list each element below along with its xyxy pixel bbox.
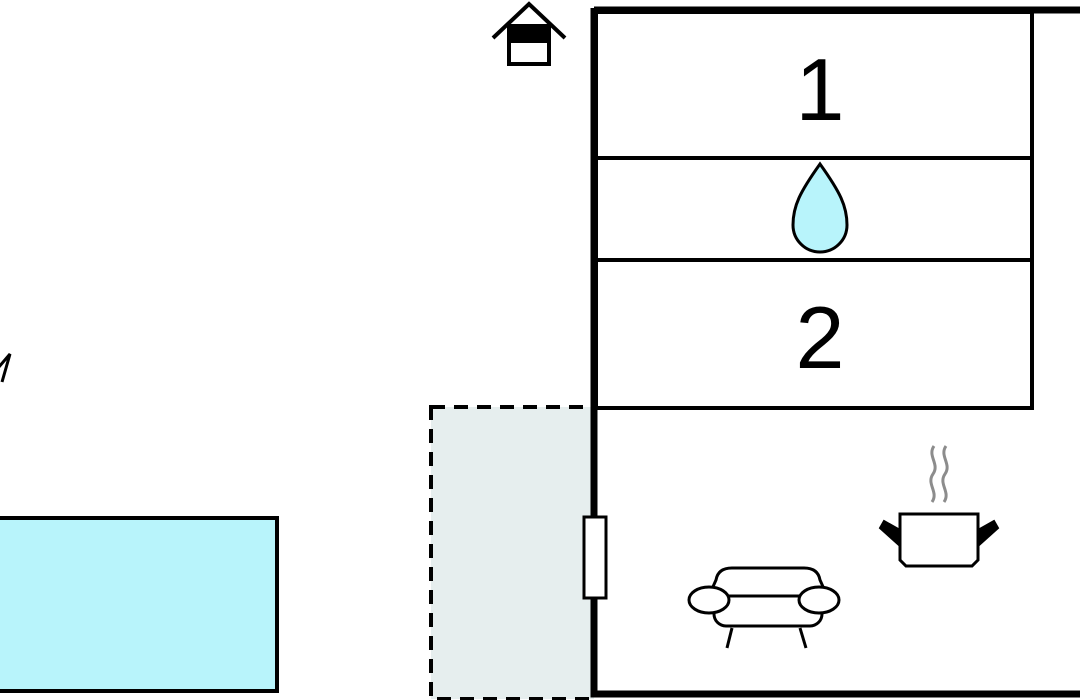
swimming-pool bbox=[0, 516, 279, 693]
room-number-1: 1 bbox=[796, 40, 845, 139]
water-drop-icon bbox=[791, 161, 849, 254]
room-number-2: 2 bbox=[796, 288, 845, 387]
terrace-door bbox=[582, 515, 608, 600]
armchair-icon bbox=[687, 566, 841, 649]
cooking-pot-icon bbox=[878, 445, 1000, 568]
bathroom bbox=[594, 156, 1034, 262]
house-entrance-icon bbox=[491, 1, 567, 66]
covered-terrace bbox=[429, 405, 596, 700]
north-arrow-icon bbox=[0, 353, 12, 383]
bedroom-1: 1 bbox=[594, 10, 1034, 160]
bedroom-2: 2 bbox=[594, 258, 1034, 410]
